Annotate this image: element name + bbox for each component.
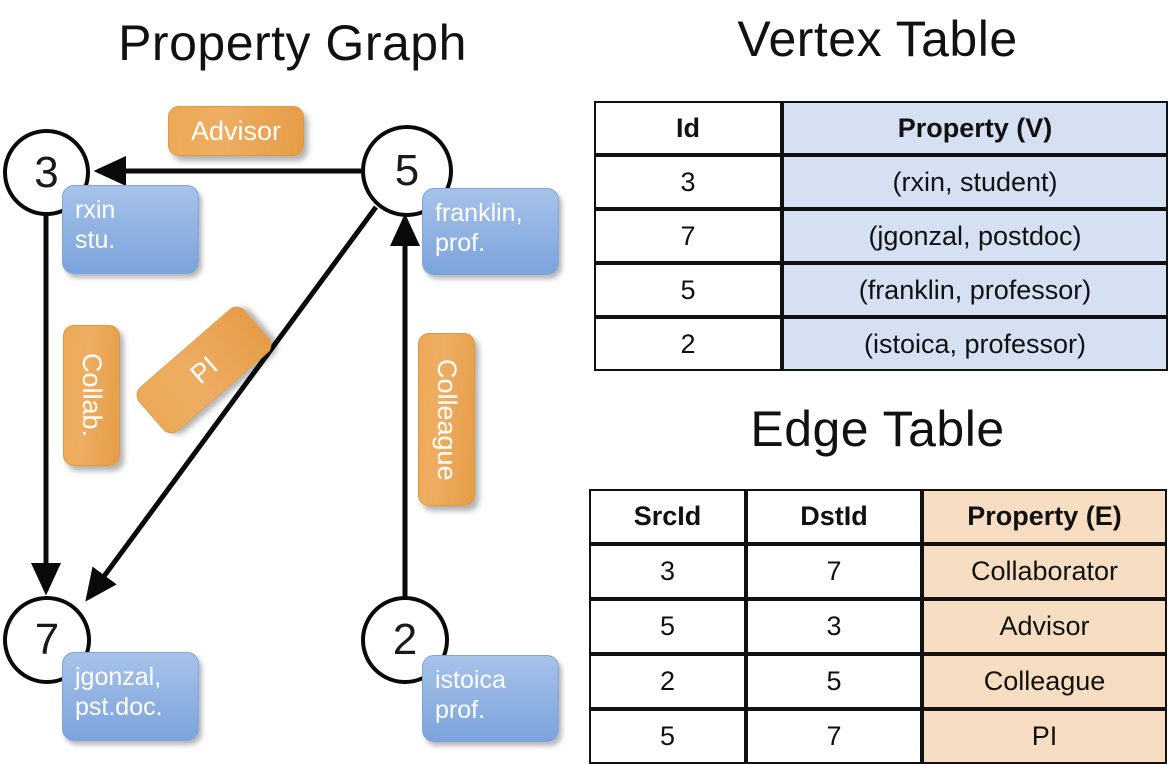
edge-table: SrcId DstId Property (E) 3 7 Collaborato… — [589, 489, 1167, 764]
page-title-edge-table: Edge Table — [750, 401, 1005, 457]
graph-node-5-label: 5 — [394, 146, 420, 195]
edge-cell-srcid: 5 — [589, 599, 746, 654]
vertex-property-box-2: istoica prof. — [422, 655, 559, 742]
table-row: 2 5 Colleague — [589, 654, 1167, 709]
graph-node-3-label: 3 — [34, 147, 59, 197]
page-title-vertex-table: Vertex Table — [737, 11, 1018, 67]
vertex-cell-property: (jgonzal, postdoc) — [782, 209, 1168, 263]
vertex-property-box-5: franklin, prof. — [422, 188, 559, 275]
vertex-table-header-row: Id Property (V) — [594, 101, 1168, 155]
graph-node-2-label: 2 — [392, 615, 418, 664]
edge-label-colleague: Colleague — [418, 333, 475, 506]
edge-cell-property: Colleague — [922, 654, 1167, 709]
table-row: 7 (jgonzal, postdoc) — [594, 209, 1168, 263]
property-graph-diagram: 3 5 7 2 rxin stu. franklin, prof. jgonza… — [0, 0, 585, 760]
vertex-table-header-property: Property (V) — [782, 101, 1168, 155]
vertex-cell-property: (rxin, student) — [782, 155, 1168, 209]
graph-edges-svg — [31, 156, 420, 602]
page-title-property-graph: Property Graph — [118, 15, 467, 71]
vertex-cell-id: 2 — [594, 317, 782, 371]
vertex-property-box-3: rxin stu. — [62, 185, 199, 274]
edge-table-header-row: SrcId DstId Property (E) — [589, 489, 1167, 544]
edge-cell-property: PI — [922, 709, 1167, 764]
edge-cell-dstid: 7 — [746, 544, 922, 599]
graph-node-2[interactable]: 2 — [361, 596, 449, 684]
vertex-table: Id Property (V) 3 (rxin, student) 7 (jgo… — [594, 101, 1168, 371]
edge-cell-dstid: 3 — [746, 599, 922, 654]
table-row: 2 (istoica, professor) — [594, 317, 1168, 371]
table-row: 5 (franklin, professor) — [594, 263, 1168, 317]
table-row: 5 3 Advisor — [589, 599, 1167, 654]
edge-label-advisor: Advisor — [168, 106, 304, 156]
graph-node-7-label: 7 — [34, 615, 60, 664]
vertex-cell-property: (istoica, professor) — [782, 317, 1168, 371]
edge-cell-dstid: 5 — [746, 654, 922, 709]
edge-cell-srcid: 2 — [589, 654, 746, 709]
edge-cell-property: Collaborator — [922, 544, 1167, 599]
table-row: 3 (rxin, student) — [594, 155, 1168, 209]
edge-table-header-property: Property (E) — [922, 489, 1167, 544]
vertex-table-header-id: Id — [594, 101, 782, 155]
vertex-cell-id: 5 — [594, 263, 782, 317]
vertex-cell-id: 7 — [594, 209, 782, 263]
table-row: 5 7 PI — [589, 709, 1167, 764]
vertex-cell-id: 3 — [594, 155, 782, 209]
vertex-property-box-7: jgonzal, pst.doc. — [62, 652, 199, 741]
edge-cell-srcid: 3 — [589, 544, 746, 599]
edge-label-collab: Collab. — [63, 325, 120, 466]
table-row: 3 7 Collaborator — [589, 544, 1167, 599]
edge-pi-5-to-7 — [85, 205, 379, 602]
vertex-cell-property: (franklin, professor) — [782, 263, 1168, 317]
edge-cell-property: Advisor — [922, 599, 1167, 654]
edge-cell-dstid: 7 — [746, 709, 922, 764]
edge-table-header-srcid: SrcId — [589, 489, 746, 544]
edge-cell-srcid: 5 — [589, 709, 746, 764]
edge-table-header-dstid: DstId — [746, 489, 922, 544]
